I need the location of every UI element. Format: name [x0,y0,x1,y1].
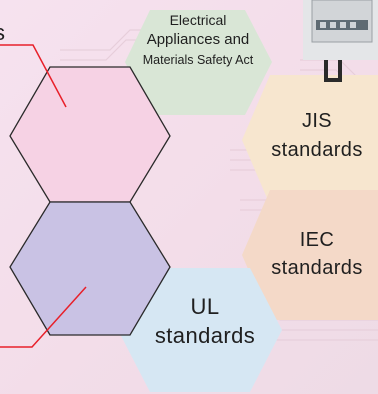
jis-standards-label: JIS standards [255,107,378,165]
lavender-hexagon [9,201,171,336]
ul-standards-label: UL standards [140,292,270,350]
electrical-label-line-2: Appliances and [146,31,250,48]
ul-label-line-2: standards [154,323,256,348]
electrical-safety-act-hexagon [125,10,272,115]
electrical-safety-act-label: Electrical Appliances and Materials Safe… [128,10,268,70]
jis-label-line-1: JIS [301,110,333,132]
jis-label-line-2: standards [271,139,363,161]
iec-label-line-2: standards [271,257,363,279]
ul-standards-hexagon [118,268,282,392]
iec-standards-hexagon [242,190,378,320]
electrical-label-line-1: Electrical [169,12,227,28]
electrical-device-icon [303,0,378,82]
jis-standards-hexagon [242,75,378,205]
electrical-label-line-3: Materials Safety Act [142,53,254,67]
iec-standards-label: IEC standards [255,226,378,282]
cropped-label-fragment: s [0,20,5,46]
leader-line-top [0,44,67,108]
ul-label-line-1: UL [190,294,220,319]
iec-label-line-1: IEC [299,229,335,251]
leader-line-bottom [0,286,87,348]
